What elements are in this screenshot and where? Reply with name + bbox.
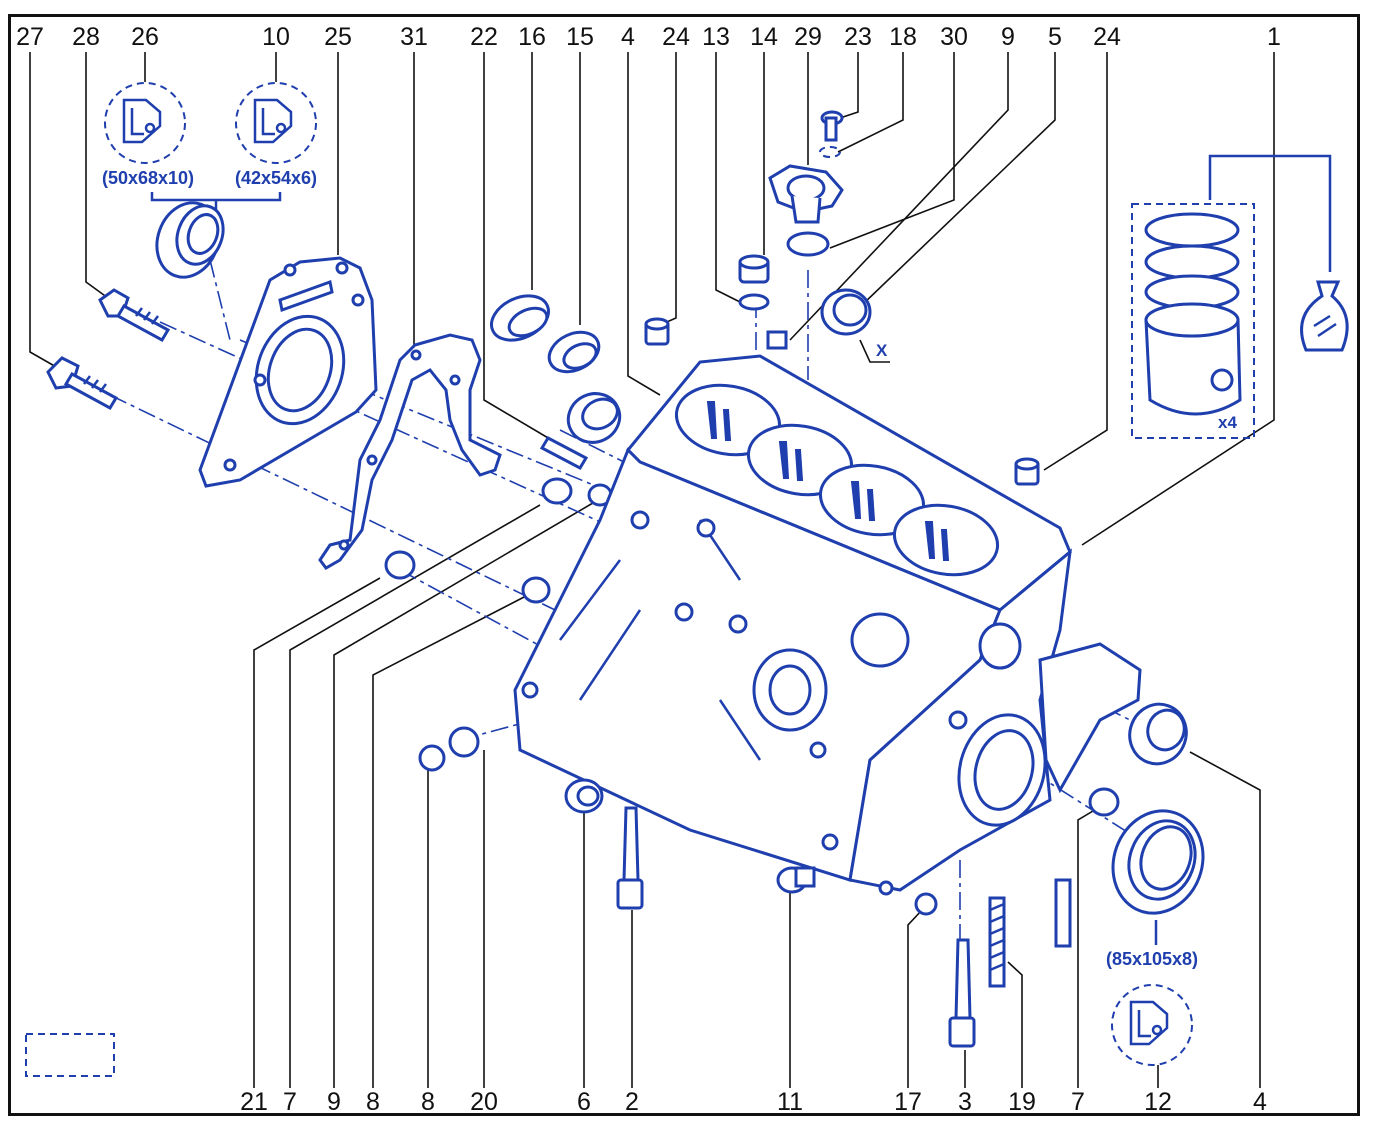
callout-top-9: 9 [1001, 23, 1015, 51]
seal-size-26: (50x68x10) [102, 168, 194, 188]
callout-bottom-8b: 8 [421, 1088, 435, 1116]
seal-bracket [150, 192, 282, 202]
bushing-6 [564, 778, 604, 814]
callout-bottom-9: 9 [327, 1088, 341, 1116]
callout-top-4: 4 [621, 23, 635, 51]
callout-bottom-19: 19 [1008, 1088, 1036, 1116]
callout-top-31: 31 [400, 23, 428, 51]
plug-14 [738, 254, 770, 311]
engine-block [513, 354, 1142, 896]
piston-kit: x4 [1131, 154, 1332, 439]
core-plug-5: X [820, 288, 890, 363]
bolt-2 [616, 806, 644, 910]
seal-size-12: (85x105x8) [1106, 949, 1198, 969]
callout-top-14: 14 [750, 23, 778, 51]
empty-placeholder-box [25, 1033, 115, 1077]
rear-oil-seal [155, 201, 225, 279]
pin-right [1054, 878, 1072, 948]
view-x-label: X [876, 341, 888, 360]
callout-top-26: 26 [131, 23, 159, 51]
callout-bottom-11: 11 [777, 1088, 803, 1116]
bearing-shell-16 [490, 294, 550, 342]
callout-top-15: 15 [566, 23, 594, 51]
oring-30 [786, 231, 830, 257]
callout-top-23: 23 [844, 23, 872, 51]
rear-cover-plate [198, 256, 378, 488]
callout-bottom-6: 6 [577, 1088, 591, 1116]
flange-29 [768, 164, 844, 224]
callout-bottom-17: 17 [894, 1088, 922, 1116]
fitting-9 [766, 330, 788, 350]
bolt-27 [46, 356, 119, 411]
callout-bottom-7b: 7 [1071, 1088, 1085, 1116]
gasket-31 [318, 333, 502, 570]
seal-detail-10 [235, 82, 317, 164]
bottom-callouts: 21 7 9 8 8 20 6 2 11 17 3 19 7 12 4 [240, 1088, 1267, 1116]
callout-top-13: 13 [702, 23, 730, 51]
callout-top-16: 16 [518, 23, 546, 51]
bolt-23 [820, 110, 844, 142]
bearing-shell-4 [566, 392, 622, 444]
bushing-8 [384, 477, 613, 604]
washer-18 [819, 146, 841, 158]
bolt-3 [948, 938, 976, 1048]
bushing-8-lower [418, 726, 480, 772]
callout-top-5: 5 [1048, 23, 1062, 51]
callout-bottom-8: 8 [366, 1088, 380, 1116]
diagram-frame [8, 14, 1360, 1116]
bolt-28 [98, 288, 171, 343]
bushing-7-right [1088, 787, 1120, 817]
callout-bottom-21: 21 [240, 1088, 268, 1116]
callout-top-22: 22 [470, 23, 498, 51]
callout-top-28: 28 [72, 23, 100, 51]
dowel-pin-22 [539, 436, 589, 470]
bearing-shell-4-right [1128, 702, 1188, 766]
piston-qty: x4 [1218, 413, 1237, 432]
nut-17 [914, 892, 938, 916]
callout-bottom-4: 4 [1253, 1088, 1267, 1116]
callout-top-18: 18 [889, 23, 917, 51]
callout-bottom-20: 20 [470, 1088, 498, 1116]
dowel-19 [988, 896, 1006, 988]
sleeve-24-top [644, 317, 670, 346]
plug-11 [776, 866, 816, 894]
callout-top-27: 27 [16, 23, 44, 51]
callout-top-25: 25 [324, 23, 352, 51]
leader-lines [29, 52, 1275, 1088]
bearing-shell-15 [547, 330, 601, 374]
callout-top-29: 29 [794, 23, 822, 51]
sleeve-24-right [1014, 457, 1040, 486]
callout-top-24b: 24 [1093, 23, 1121, 51]
seal-detail-12 [1111, 984, 1193, 1066]
callout-bottom-2: 2 [625, 1088, 639, 1116]
callout-bottom-3: 3 [958, 1088, 972, 1116]
callout-bottom-12: 12 [1144, 1088, 1172, 1116]
top-callouts: 27 28 26 10 25 31 22 16 15 4 24 13 14 29… [16, 23, 1281, 51]
callout-top-10: 10 [262, 23, 290, 51]
callout-top-24: 24 [662, 23, 690, 51]
callout-top-30: 30 [940, 23, 968, 51]
callout-bottom-7: 7 [283, 1088, 297, 1116]
hardware-bag-icon [1300, 280, 1349, 352]
seal-size-10: (42x54x6) [235, 168, 317, 188]
front-oil-seal-12 [1111, 809, 1205, 915]
callout-top-1: 1 [1267, 23, 1281, 51]
seal-detail-26 [104, 82, 186, 164]
